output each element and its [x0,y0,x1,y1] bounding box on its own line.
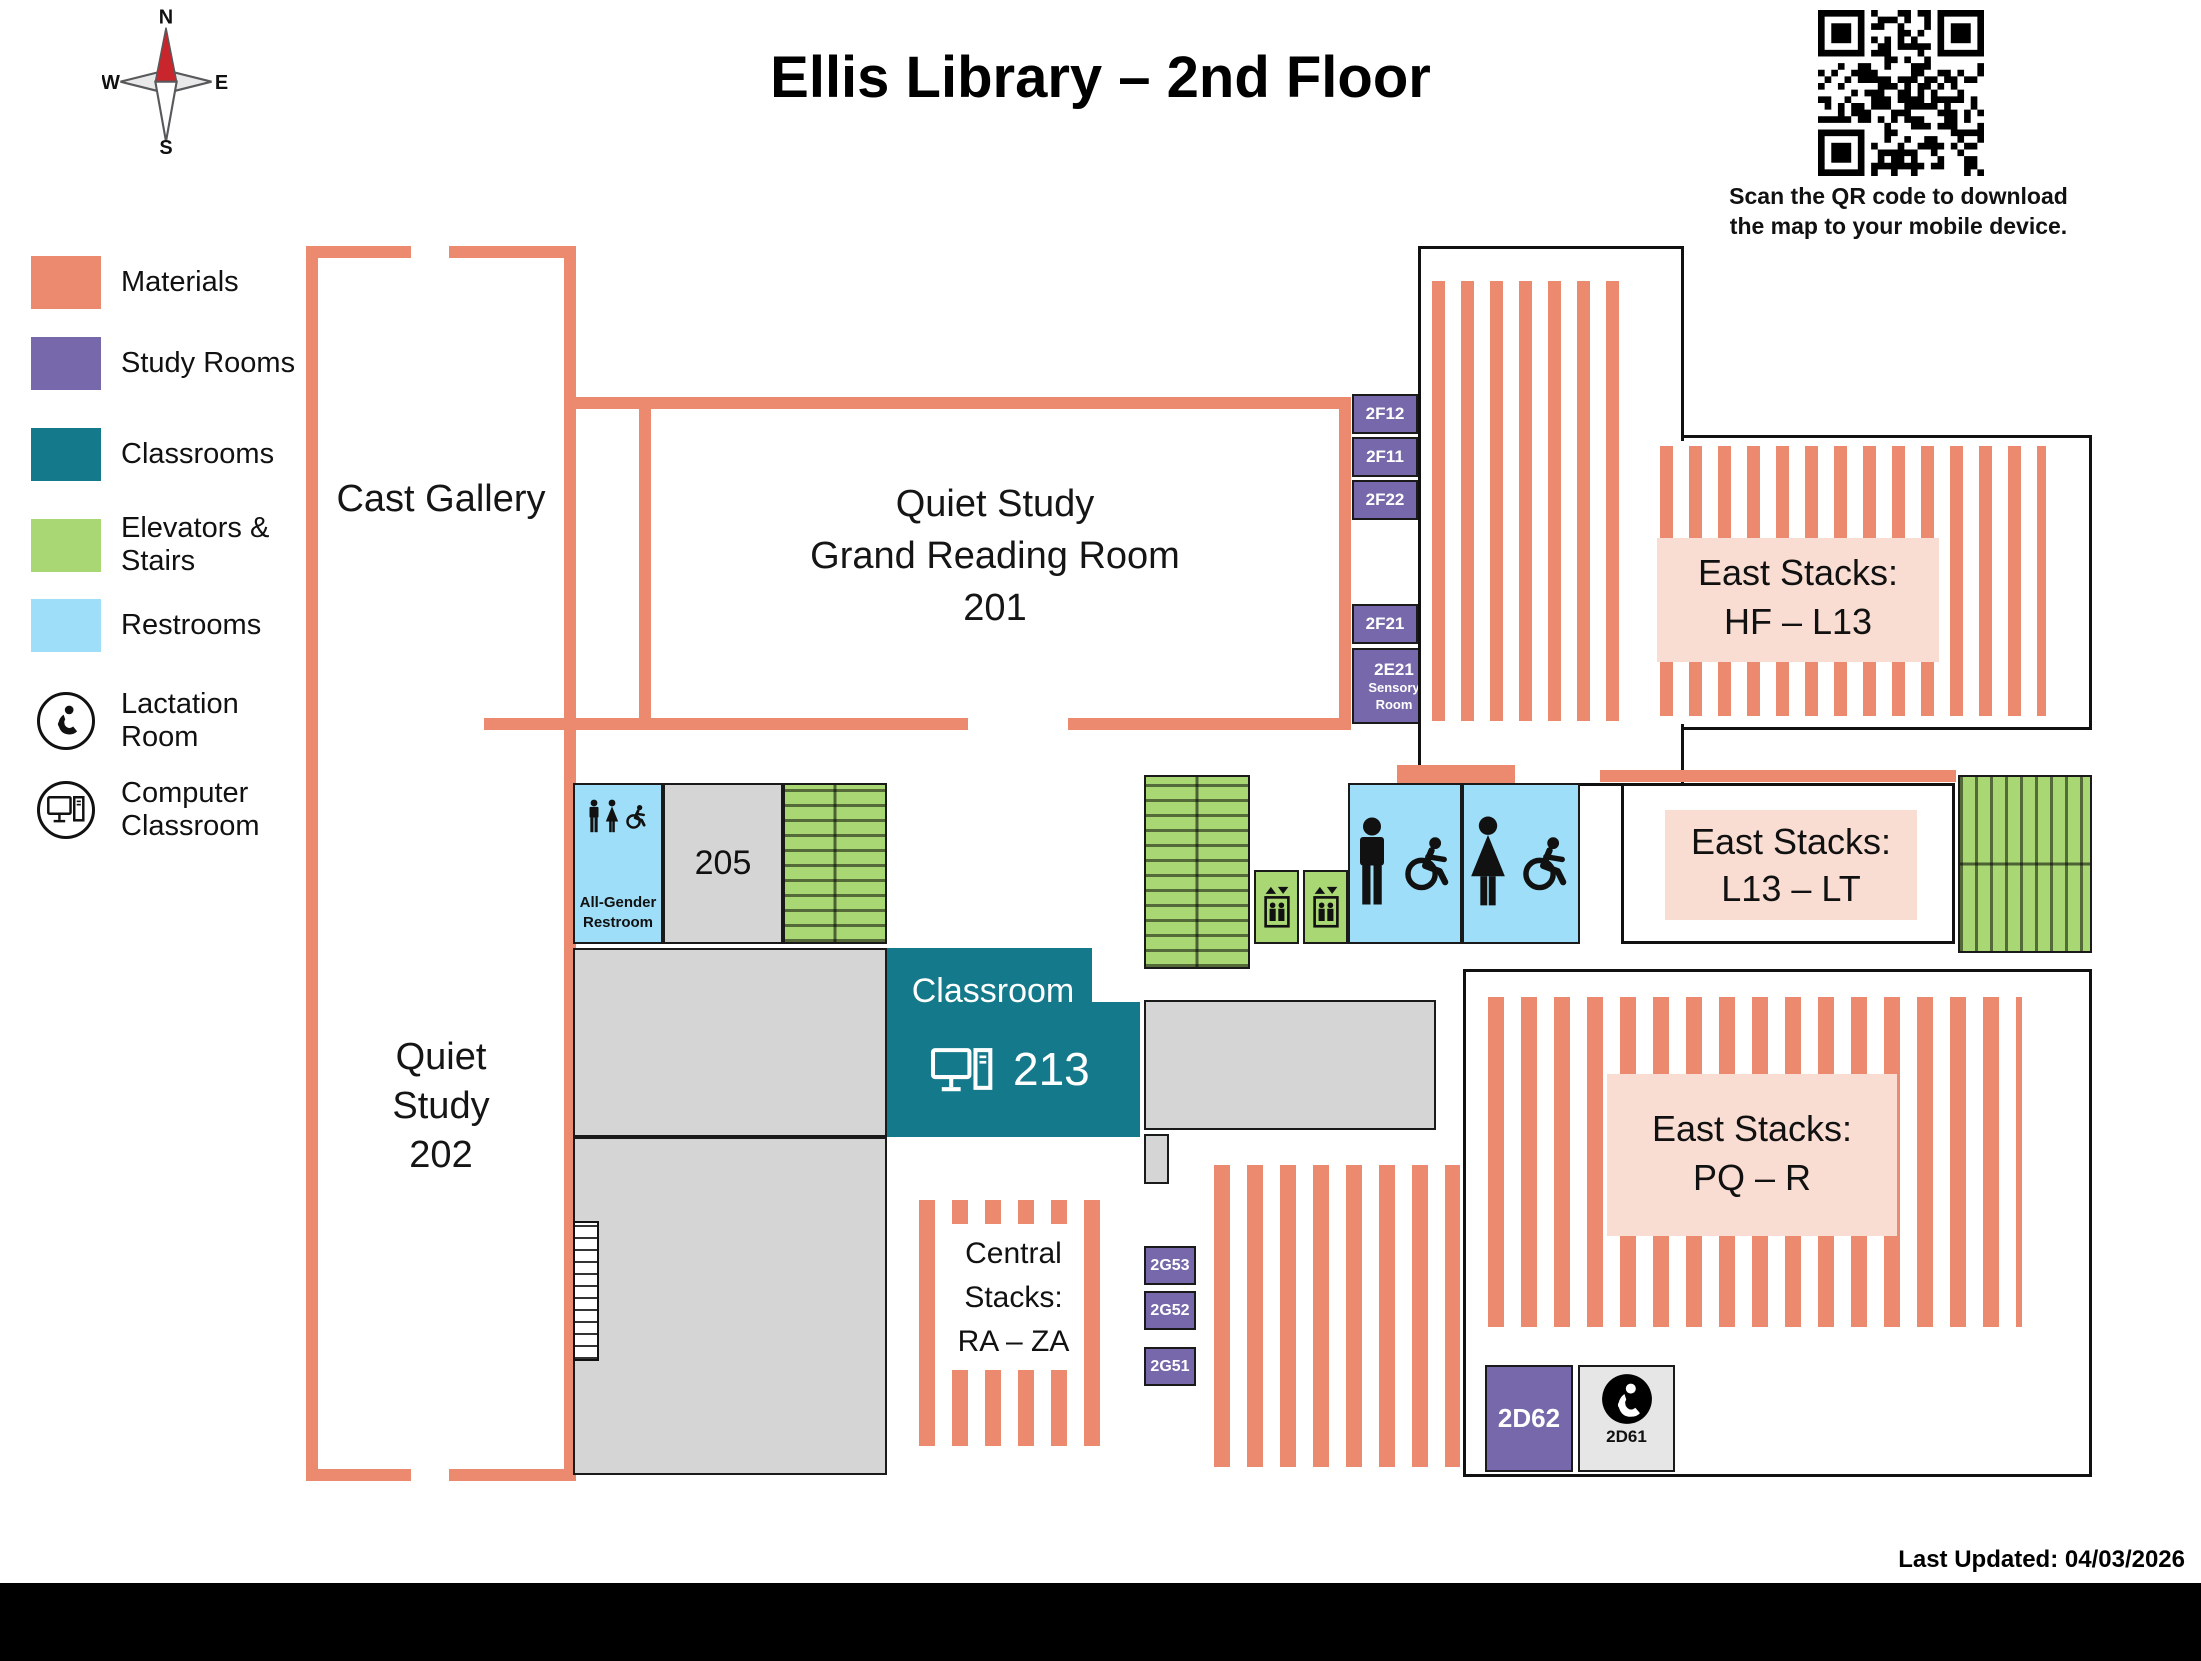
central-stacks: Central Stacks: RA – ZA [919,1200,1109,1446]
study-room-2D62: 2D62 [1485,1365,1573,1472]
stairs [783,783,887,944]
corridor-area [573,948,887,1137]
classroom-213-label: Classroom [911,972,1075,1010]
door-gap [411,1469,449,1481]
materials-swatch [31,256,101,309]
east-stacks-lt-label: East Stacks: L13 – LT [1665,810,1917,920]
east-stacks-pq-label: East Stacks: PQ – R [1607,1074,1897,1236]
legend-label-elevators-stairs: Elevators & Stairs [121,512,270,578]
reading-room-label: Quiet Study Grand Reading Room 201 [810,483,1180,629]
study-rooms-swatch [31,337,101,390]
stairs [1144,775,1250,969]
west-wing-room [306,246,576,1481]
legend-label-classrooms: Classrooms [121,437,275,470]
stairs [1958,775,2092,953]
page-title: Ellis Library – 2nd Floor [770,45,1431,110]
wall-segment [1397,765,1515,783]
door-gap [968,718,1068,730]
man-icon [587,799,601,835]
corridor-wall [576,397,640,409]
classroom-213: Classroom 213 [887,948,1140,1137]
all-gender-icons [587,799,649,835]
legend-item-restrooms: Restrooms [31,599,301,652]
legend-label-materials: Materials [121,265,239,298]
east-stacks-hf-label: East Stacks: HF – L13 [1657,538,1939,662]
cast-gallery-label: Cast Gallery [336,478,546,520]
restrooms-swatch [31,599,101,652]
legend-item-materials: Materials [31,256,301,309]
woman-icon [1468,815,1508,913]
east-stacks-lt-room: East Stacks: L13 – LT [1621,783,1955,944]
bottom-bar [0,1583,2201,1661]
central-stacks-label: Central Stacks: RA – ZA [943,1224,1084,1370]
computer-icon [37,781,95,840]
legend-label-lactation-room: Lactation Room [121,688,239,754]
room-205: 205 [663,783,783,944]
stairs [573,1221,599,1361]
qr-caption: Scan the QR code to download the map to … [1729,183,2068,239]
man-icon [1354,815,1390,913]
stacks-shelves [1432,281,1630,721]
mens-restroom [1348,783,1462,944]
classrooms-swatch [31,428,101,481]
door-gap [411,246,449,258]
legend-item-computer-classroom: Computer Classroom [31,777,301,844]
svg-text:W: W [102,72,120,94]
compass-rose: N S W E [102,6,228,156]
corridor-wall [484,718,640,730]
legend-label-study-rooms: Study Rooms [121,346,296,379]
lactation-room-2D61: 2D61 [1578,1365,1675,1472]
corridor-area [1144,1134,1169,1184]
corridor-area [1144,1000,1436,1130]
grand-reading-room [639,397,1351,730]
legend-label-computer-classroom: Computer Classroom [121,777,260,843]
stacks-shelves [1214,1165,1460,1467]
quiet-study-202-label: Quiet Study 202 [392,1036,490,1176]
elevator-icon [1312,884,1340,930]
lactation-room-label: 2D61 [1606,1427,1647,1446]
all-gender-label: All-Gender Restroom [579,894,657,931]
woman-icon [604,799,620,835]
study-room-2F21: 2F21 [1352,604,1418,644]
legend-item-classrooms: Classrooms [31,428,301,481]
elevator [1303,870,1348,944]
study-room-2F11: 2F11 [1352,437,1418,477]
womens-restroom [1462,783,1580,944]
study-room-2G52: 2G52 [1144,1291,1196,1330]
study-room-2F12: 2F12 [1352,394,1418,434]
study-room-2G53: 2G53 [1144,1246,1196,1285]
elevator [1254,870,1299,944]
study-room-2G51: 2G51 [1144,1347,1196,1386]
room-notch [1092,948,1140,1002]
legend-item-study-rooms: Study Rooms [31,337,301,390]
lactation-icon [1601,1374,1652,1424]
all-gender-restroom: All-Gender Restroom [573,783,663,944]
elevators-stairs-swatch [31,518,101,572]
qr-code [1818,10,1984,176]
legend-item-elevators-stairs: Elevators & Stairs [31,512,301,579]
elevator-icon [1263,884,1291,930]
legend-label-restrooms: Restrooms [121,608,262,641]
wheelchair-icon [623,804,649,830]
legend-item-lactation-room: Lactation Room [31,688,301,755]
svg-text:N: N [159,6,173,28]
svg-text:E: E [215,72,228,94]
classroom-213-number: 213 [1013,1043,1090,1095]
corridor-area [573,1137,887,1475]
svg-text:S: S [159,137,172,156]
wheelchair-icon [1398,835,1456,893]
wheelchair-icon [1516,835,1574,893]
study-room-2F22: 2F22 [1352,480,1418,520]
wall-segment [1600,770,1956,782]
computer-classroom-icon [931,1048,993,1094]
lactation-icon [37,692,95,751]
last-updated: Last Updated: 04/03/2026 [1898,1546,2185,1573]
